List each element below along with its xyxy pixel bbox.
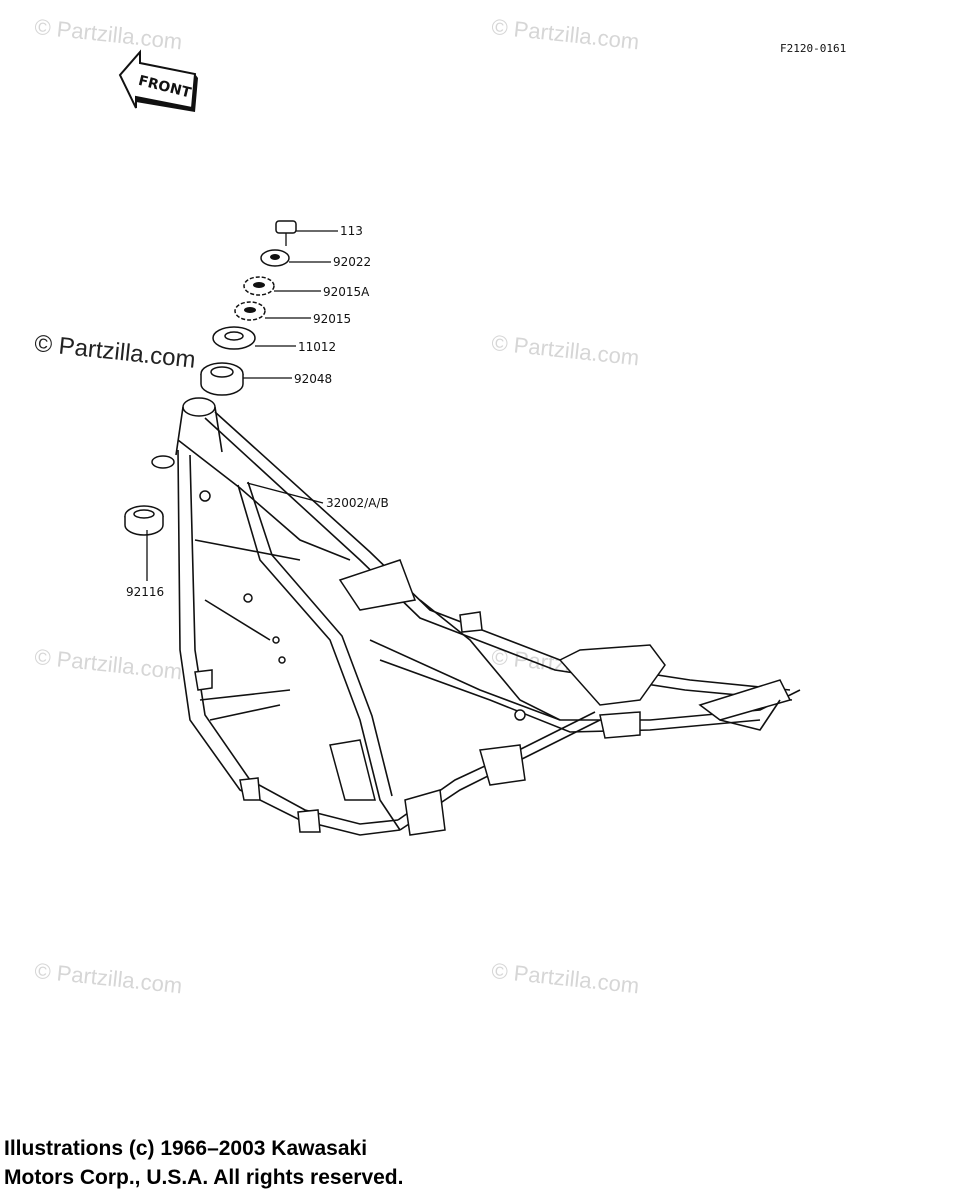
nut-11012-icon bbox=[212, 326, 296, 350]
lock-washer-92015a-icon bbox=[243, 276, 321, 296]
copyright-notice: Illustrations (c) 1966–2003 Kawasaki Mot… bbox=[4, 1134, 403, 1192]
washer-92022-icon bbox=[260, 249, 331, 267]
part-label-92022: 92022 bbox=[333, 255, 371, 269]
front-arrow-icon: FRONT bbox=[118, 49, 198, 112]
part-label-92048: 92048 bbox=[294, 372, 332, 386]
bearing-92116-icon bbox=[124, 505, 164, 581]
frame-icon bbox=[151, 397, 801, 836]
bearing-92048-icon bbox=[200, 362, 292, 396]
diagram-code: F2120-0161 bbox=[780, 42, 847, 55]
part-label-92015: 92015 bbox=[313, 312, 351, 326]
part-label-92015a: 92015A bbox=[323, 285, 370, 299]
lock-washer-92015-icon bbox=[234, 301, 311, 321]
part-label-32002: 32002/A/B bbox=[326, 496, 389, 510]
part-label-11012: 11012 bbox=[298, 340, 336, 354]
copyright-line-2: Motors Corp., U.S.A. All rights reserved… bbox=[4, 1166, 404, 1189]
leader-line bbox=[246, 482, 324, 504]
bolt-113-icon bbox=[275, 220, 338, 246]
part-label-92116: 92116 bbox=[126, 585, 164, 599]
copyright-line-1: Illustrations (c) 1966–2003 Kawasaki bbox=[4, 1137, 368, 1160]
part-label-113: 113 bbox=[340, 224, 363, 238]
